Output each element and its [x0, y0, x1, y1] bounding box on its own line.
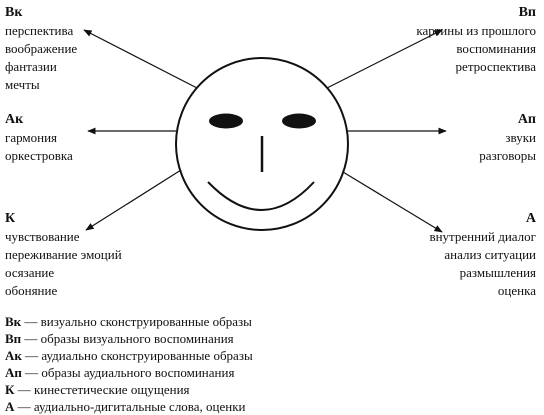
block-vp-line: воспоминания: [456, 41, 536, 56]
block-ap-line: разговоры: [479, 148, 536, 163]
face-outline: [175, 57, 349, 231]
block-k-line: переживание эмоций: [5, 247, 122, 262]
legend-key: К: [5, 382, 15, 397]
block-k: К чувствование переживание эмоций осязан…: [5, 210, 122, 300]
legend-row: К — кинестетические ощущения: [5, 381, 253, 398]
legend-text: — кинестетические ощущения: [14, 382, 190, 397]
smile: [207, 181, 315, 211]
block-vp-line: картины из прошлого: [416, 23, 536, 38]
block-vp: Вп картины из прошлого воспоминания ретр…: [416, 4, 536, 76]
legend-row: Вп — образы визуального воспоминания: [5, 330, 253, 347]
legend-text: — визуально сконструированные образы: [21, 314, 252, 329]
block-k-line: осязание: [5, 265, 55, 280]
block-ak-title: Ак: [5, 112, 24, 127]
legend-key: Ак: [5, 348, 22, 363]
right-eye: [282, 113, 316, 129]
legend-text: — аудиально-дигитальные слова, оценки: [14, 399, 246, 414]
block-a-line: оценка: [497, 283, 536, 298]
block-a-line: размышления: [459, 265, 536, 280]
block-a: А внутренний диалог анализ ситуации разм…: [429, 210, 536, 300]
arrow-vk: [83, 29, 198, 89]
block-vk-line: мечты: [5, 77, 40, 92]
legend-key: А: [5, 399, 15, 414]
block-vk-title: Вк: [5, 5, 23, 20]
block-vp-line: ретроспектива: [455, 59, 536, 74]
block-ap-line: звуки: [505, 130, 536, 145]
block-ak-line: гармония: [5, 130, 58, 145]
block-ap: Ап звуки разговоры: [479, 111, 536, 165]
block-a-line: внутренний диалог: [429, 229, 536, 244]
legend-row: Ак — аудиально сконструированные образы: [5, 347, 253, 364]
legend-key: Вп: [5, 331, 22, 346]
block-vk-line: фантазии: [5, 59, 57, 74]
block-ak-line: оркестровка: [5, 148, 73, 163]
arrow-vp: [326, 29, 443, 89]
block-a-title: А: [525, 211, 536, 226]
block-k-title: К: [5, 211, 16, 226]
arrow-a: [342, 171, 443, 233]
left-eye: [209, 113, 243, 129]
arrow-k: [85, 169, 182, 231]
legend-key: Вк: [5, 314, 22, 329]
block-vp-title: Вп: [518, 5, 536, 20]
legend-text: — образы визуального воспоминания: [21, 331, 234, 346]
legend-text: — аудиально сконструированные образы: [21, 348, 253, 363]
block-vk-line: воображение: [5, 41, 78, 56]
block-ap-title: Ап: [517, 112, 536, 127]
legend-key: Ап: [5, 365, 22, 380]
legend-row: А — аудиально-дигитальные слова, оценки: [5, 398, 253, 415]
block-k-line: чувствование: [5, 229, 80, 244]
legend-row: Вк — визуально сконструированные образы: [5, 313, 253, 330]
legend-row: Ап — образы аудиального воспоминания: [5, 364, 253, 381]
legend-text: — образы аудиального воспоминания: [21, 365, 235, 380]
block-vk-line: перспектива: [5, 23, 74, 38]
block-a-line: анализ ситуации: [444, 247, 536, 262]
legend: Вк — визуально сконструированные образы …: [5, 313, 253, 415]
block-ak: Ак гармония оркестровка: [5, 111, 73, 165]
block-vk: Вк перспектива воображение фантазии мечт…: [5, 4, 77, 94]
block-k-line: обоняние: [5, 283, 58, 298]
